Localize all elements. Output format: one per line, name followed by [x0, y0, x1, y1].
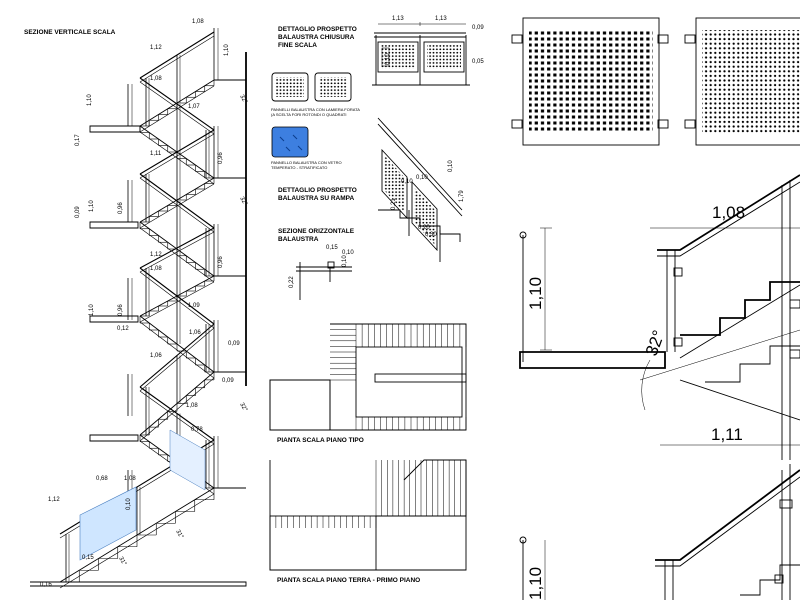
panel-caption: TEMPERATO - STRATIFICATO — [271, 165, 327, 170]
panel-caption: PANNELLI BALAUSTRA CON LAMIERA FORATA — [271, 107, 360, 112]
dim-label: 1,13 — [392, 16, 404, 22]
dim-label: 0,30 — [425, 232, 437, 238]
dim-label: 0,10 — [401, 179, 413, 185]
dim-label: 1,06 — [150, 353, 162, 359]
detail-end-title: DETTAGLIO PROSPETTO — [278, 26, 357, 33]
dim-label: 0,96 — [118, 304, 124, 316]
dim-label: 32° — [238, 94, 248, 105]
panel-caption: (A SCELTA FORI ROTONDI O QUADRATI — [271, 112, 347, 117]
dim-label: 0,09 — [472, 25, 484, 31]
dim-label: 1,10 — [89, 200, 95, 212]
dim-label: 1,10 — [526, 277, 545, 310]
detail-end-title: FINE SCALA — [278, 42, 317, 49]
dim-label: 0,10 — [416, 175, 428, 181]
dim-label: 1,10 — [89, 304, 95, 316]
glass-panel — [271, 126, 309, 158]
dim-label: 0,12 — [117, 326, 129, 332]
detail-end-elevation: 1,13 1,13 0,09 0,05 0,10 — [372, 16, 484, 86]
horizontal-section-title: SEZIONE ORIZZONTALE — [278, 228, 355, 235]
dim-label: 0,10 — [448, 160, 454, 172]
dim-label: 0,20 — [418, 225, 430, 231]
perforated-panel-square — [314, 72, 352, 102]
dim-label: 32° — [238, 196, 248, 207]
dim-label: 0,68 — [96, 476, 108, 482]
plan-ground-title: PIANTA SCALA PIANO TERRA - PRIMO PIANO — [277, 577, 420, 584]
dim-label: 1,12 — [150, 252, 162, 258]
dim-label: 0,09 — [228, 341, 240, 347]
dim-label: 0,96 — [218, 152, 224, 164]
dim-label: 0,10 — [126, 498, 132, 510]
dim-label: 0,21 — [391, 198, 397, 210]
vertical-section: SEZIONE VERTICALE SCALA 1,08 1,12 1,10 1… — [24, 19, 248, 589]
perforated-panel-square-large — [522, 17, 660, 146]
plan-ground: PIANTA SCALA PIANO TERRA - PRIMO PIANO — [269, 459, 467, 584]
dim-label: 1,08 — [150, 266, 162, 272]
dim-label: 0,16 — [40, 582, 52, 588]
dim-label: 1,11 — [711, 425, 743, 444]
horizontal-section: 0,15 0,10 0,10 0,22 — [289, 245, 354, 300]
dim-label: 1,11 — [150, 151, 162, 157]
dim-label: 0,15 — [326, 245, 338, 251]
dim-label: 0,78 — [191, 427, 203, 433]
detail-ramp-elevation: 0,10 0,10 0,21 0,20 0,30 0,10 1,79 — [377, 117, 465, 262]
panel-caption: PANNELLO BALAUSTRA CON VETRO — [271, 160, 342, 165]
dim-label: 0,05 — [472, 59, 484, 65]
horizontal-section-title: BALAUSTRA — [278, 236, 319, 243]
section-title: SEZIONE VERTICALE SCALA — [24, 29, 116, 36]
dim-label: 1,79 — [459, 190, 465, 202]
dim-label: 0,09 — [222, 378, 234, 384]
detail-end-title: BALAUSTRA CHIUSURA — [278, 34, 355, 41]
dim-label: 0,09 — [75, 206, 81, 218]
dim-label: 32° — [238, 402, 248, 413]
dim-label: 1,10 — [87, 94, 93, 106]
dim-label: 0,22 — [289, 276, 295, 288]
dim-label: 31° — [174, 529, 184, 540]
zoomed-section: 1,08 1,10 32° 1,11 1,10 — [519, 174, 800, 600]
detail-ramp-title: DETTAGLIO PROSPETTO — [278, 187, 357, 194]
plan-typical: PIANTA SCALA PIANO TIPO — [269, 323, 467, 444]
dim-label: 0,10 — [385, 53, 391, 65]
detail-column: DETTAGLIO PROSPETTO BALAUSTRA CHIUSURA F… — [269, 16, 484, 584]
dim-label: 1,08 — [150, 76, 162, 82]
dim-label: 1,09 — [188, 303, 200, 309]
dim-label: 1,10 — [224, 44, 230, 56]
perforated-panel-round — [271, 72, 309, 102]
dim-label: 0,17 — [75, 134, 81, 146]
dim-label: 1,12 — [48, 497, 60, 503]
dim-label: 1,07 — [188, 104, 200, 110]
dim-label: 1,10 — [526, 567, 545, 600]
dim-label: 1,12 — [150, 45, 162, 51]
dim-label: 0,10 — [342, 250, 354, 256]
plan-typical-title: PIANTA SCALA PIANO TIPO — [277, 437, 364, 444]
dim-label: 31° — [117, 556, 127, 567]
perforated-panel-round-large — [695, 17, 800, 146]
dim-label: 0,15 — [82, 555, 94, 561]
dim-label: 1,08 — [186, 403, 198, 409]
dim-label: 0,96 — [118, 202, 124, 214]
dim-label: 0,10 — [342, 255, 348, 267]
dim-label: 1,08 — [712, 203, 745, 222]
dim-label: 1,08 — [124, 476, 136, 482]
panel-elevations — [511, 17, 800, 146]
dim-label: 0,96 — [218, 256, 224, 268]
dim-label: 1,08 — [192, 19, 204, 25]
dim-label: 1,06 — [189, 330, 201, 336]
dim-label: 1,13 — [435, 16, 447, 22]
detail-ramp-title: BALAUSTRA SU RAMPA — [278, 195, 354, 202]
